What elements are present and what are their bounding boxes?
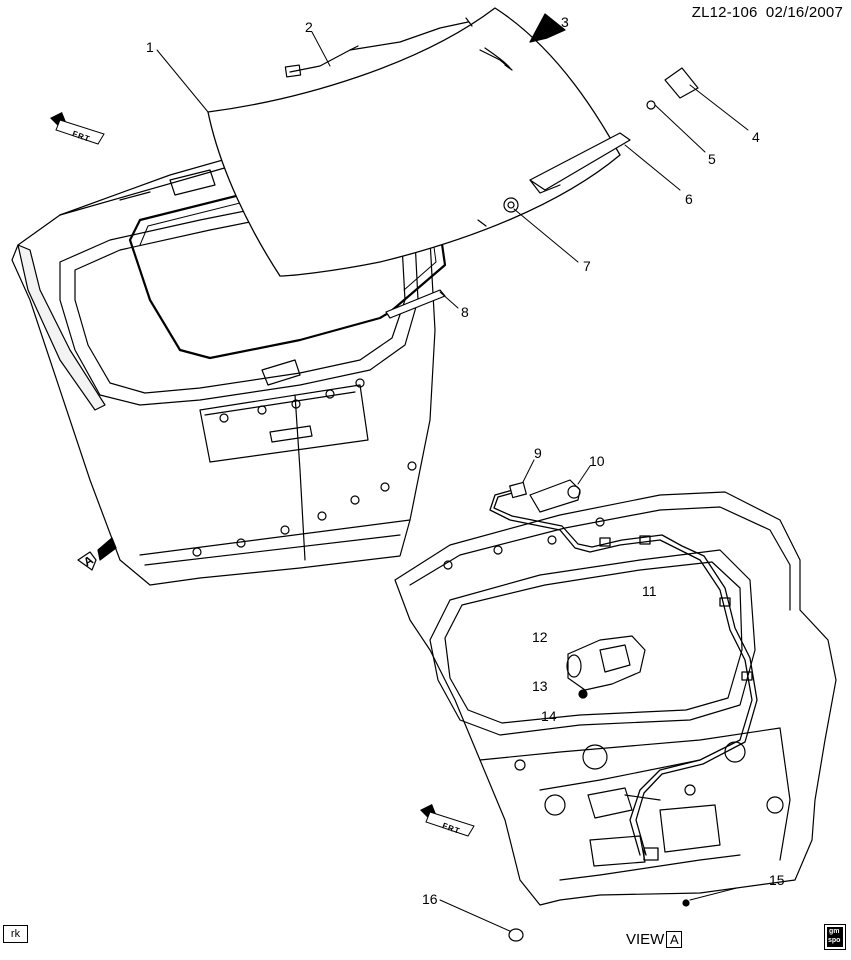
- callout-3: 3: [561, 14, 569, 30]
- author-tag: rk: [3, 925, 28, 943]
- callout-12: 12: [532, 629, 548, 645]
- access-hole-plug: [508, 928, 524, 942]
- harness-connector: [509, 481, 527, 499]
- rear-wiper-motor: [566, 635, 646, 691]
- liftgate-wiring-harness: [489, 487, 758, 861]
- callout-2: 2: [305, 19, 313, 35]
- wiper-motor-bolt: [578, 689, 588, 699]
- callout-7: 7: [583, 258, 591, 274]
- diagram-id-and-date: ZL12-106 02/16/2007: [692, 4, 843, 21]
- view-a-marker: [77, 537, 117, 571]
- rear-window-glass: [207, 7, 621, 277]
- view-direction-arrow: [529, 13, 566, 43]
- callout-1: 1: [146, 39, 154, 55]
- callout-5: 5: [708, 151, 716, 167]
- callout-10: 10: [589, 453, 605, 469]
- callout-13: 13: [532, 678, 548, 694]
- view-label-text: VIEW: [626, 931, 665, 948]
- diagram-id: ZL12-106: [691, 4, 758, 21]
- harness-grommet: [529, 479, 581, 513]
- wiper-grommet: [477, 197, 519, 227]
- callout-6: 6: [685, 191, 693, 207]
- callout-4: 4: [752, 129, 760, 145]
- callout-14: 14: [541, 708, 557, 724]
- logo-line-gm: gm: [829, 928, 840, 935]
- wiper-arm-cap: [664, 67, 699, 99]
- callout-9: 9: [534, 445, 542, 461]
- liftgate-interior-view: [394, 491, 837, 906]
- callout-16: 16: [422, 891, 438, 907]
- defogger-harness: [284, 17, 473, 78]
- front-arrow-icon: FRT: [418, 802, 478, 842]
- callout-15: 15: [769, 872, 785, 888]
- gm-spo-logo-icon: gm spo: [824, 924, 846, 950]
- harness-fastener: [682, 899, 690, 907]
- front-arrow-icon: FRT: [48, 110, 108, 150]
- callout-8: 8: [461, 304, 469, 320]
- liftgate-latch-assembly: [587, 787, 661, 819]
- wiper-arm-nut: [646, 100, 656, 110]
- view-label-letter: A: [666, 931, 683, 948]
- logo-line-spo: spo: [828, 937, 841, 944]
- callout-11: 11: [642, 583, 657, 599]
- rear-wiper-arm: [529, 132, 631, 194]
- diagram-date: 02/16/2007: [765, 4, 843, 21]
